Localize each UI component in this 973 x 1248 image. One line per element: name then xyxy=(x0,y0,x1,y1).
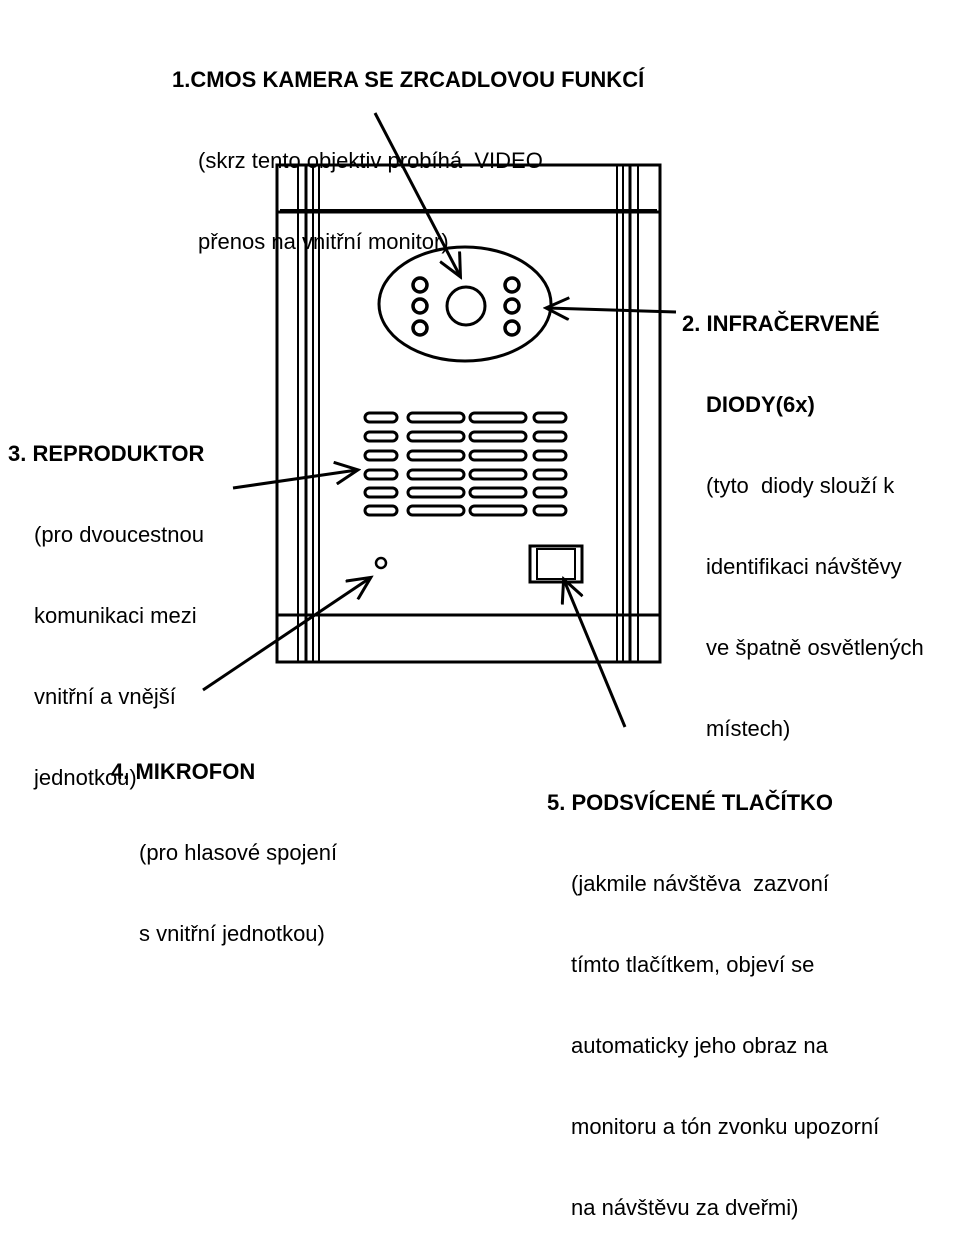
arrow-microphone xyxy=(202,578,370,692)
speaker-slot xyxy=(406,430,466,443)
device-housing xyxy=(275,163,662,664)
speaker-slot xyxy=(532,449,568,462)
label-diodes-desc-1: (tyto diody slouží k xyxy=(706,473,895,498)
microphone-hole xyxy=(374,556,388,570)
leader-arrows xyxy=(202,112,677,728)
label-speaker-desc-3: vnitřní a vnější xyxy=(34,684,176,709)
speaker-slot xyxy=(468,449,528,462)
speaker-grille xyxy=(363,411,568,517)
label-speaker-desc-4: jednotkou) xyxy=(34,765,137,790)
speaker-slot xyxy=(532,504,568,517)
label-camera: 1.CMOS KAMERA SE ZRCADLOVOU FUNKCÍ (skrz… xyxy=(172,12,644,282)
speaker-slot xyxy=(406,504,466,517)
label-microphone-desc-1: (pro hlasové spojení xyxy=(139,840,338,865)
label-diodes: 2. INFRAČERVENÉ DIODY(6x) (tyto diody sl… xyxy=(682,256,924,769)
speaker-slot xyxy=(406,449,466,462)
label-diodes-title-2: DIODY(6x) xyxy=(706,392,815,417)
label-speaker: 3. REPRODUKTOR (pro dvoucestnou komunika… xyxy=(8,386,204,818)
label-speaker-desc-1: (pro dvoucestnou xyxy=(34,522,204,547)
label-button-title: 5. PODSVÍCENÉ TLAČÍTKO xyxy=(547,790,834,815)
label-button-desc-3: automaticky jeho obraz na xyxy=(571,1033,828,1058)
speaker-slot xyxy=(363,430,399,443)
label-camera-title: 1.CMOS KAMERA SE ZRCADLOVOU FUNKCÍ xyxy=(172,67,645,92)
speaker-slot xyxy=(406,468,466,481)
label-microphone: 4. MIKROFON (pro hlasové spojení s vnitř… xyxy=(111,704,337,974)
speaker-slot xyxy=(468,468,528,481)
speaker-slot xyxy=(406,486,466,499)
speaker-slot xyxy=(532,411,568,424)
label-speaker-desc-2: komunikaci mezi xyxy=(34,603,197,628)
speaker-slot xyxy=(406,411,466,424)
speaker-slot xyxy=(468,486,528,499)
speaker-slot xyxy=(532,468,568,481)
camera-lens xyxy=(445,285,487,327)
call-button xyxy=(528,544,584,584)
label-microphone-title: 4. MIKROFON xyxy=(111,759,256,784)
label-camera-desc-2: přenos na vnitřní monitor) xyxy=(198,229,449,254)
label-button-desc-1: (jakmile návštěva zazvoní xyxy=(571,871,829,896)
label-diodes-desc-4: místech) xyxy=(706,716,791,741)
label-diodes-desc-2: identifikaci návštěvy xyxy=(706,554,902,579)
label-button: 5. PODSVÍCENÉ TLAČÍTKO (jakmile návštěva… xyxy=(547,735,879,1248)
label-diodes-title-1: 2. INFRAČERVENÉ xyxy=(682,311,880,336)
label-diodes-desc-3: ve špatně osvětlených xyxy=(706,635,924,660)
speaker-slot xyxy=(363,411,399,424)
label-button-desc-5: na návštěvu za dveřmi) xyxy=(571,1195,799,1220)
arrow-speaker xyxy=(232,470,357,490)
speaker-slot xyxy=(363,504,399,517)
speaker-slot xyxy=(363,468,399,481)
arrow-button xyxy=(564,580,627,728)
speaker-slot xyxy=(532,430,568,443)
speaker-slot xyxy=(363,486,399,499)
label-button-desc-2: tímto tlačítkem, objeví se xyxy=(571,952,815,977)
label-button-desc-4: monitoru a tón zvonku upozorní xyxy=(571,1114,880,1139)
speaker-slot xyxy=(532,486,568,499)
speaker-slot xyxy=(468,504,528,517)
speaker-slot xyxy=(468,430,528,443)
speaker-slot xyxy=(468,411,528,424)
label-speaker-title: 3. REPRODUKTOR xyxy=(8,441,205,466)
label-camera-desc-1: (skrz tento objektiv probíhá VIDEO xyxy=(198,148,543,173)
arrow-diodes xyxy=(547,308,677,312)
infrared-diodes xyxy=(411,276,521,337)
label-microphone-desc-2: s vnitřní jednotkou) xyxy=(139,921,325,946)
door-station-diagram xyxy=(202,112,677,728)
arrow-camera xyxy=(373,112,460,276)
speaker-slot xyxy=(363,449,399,462)
